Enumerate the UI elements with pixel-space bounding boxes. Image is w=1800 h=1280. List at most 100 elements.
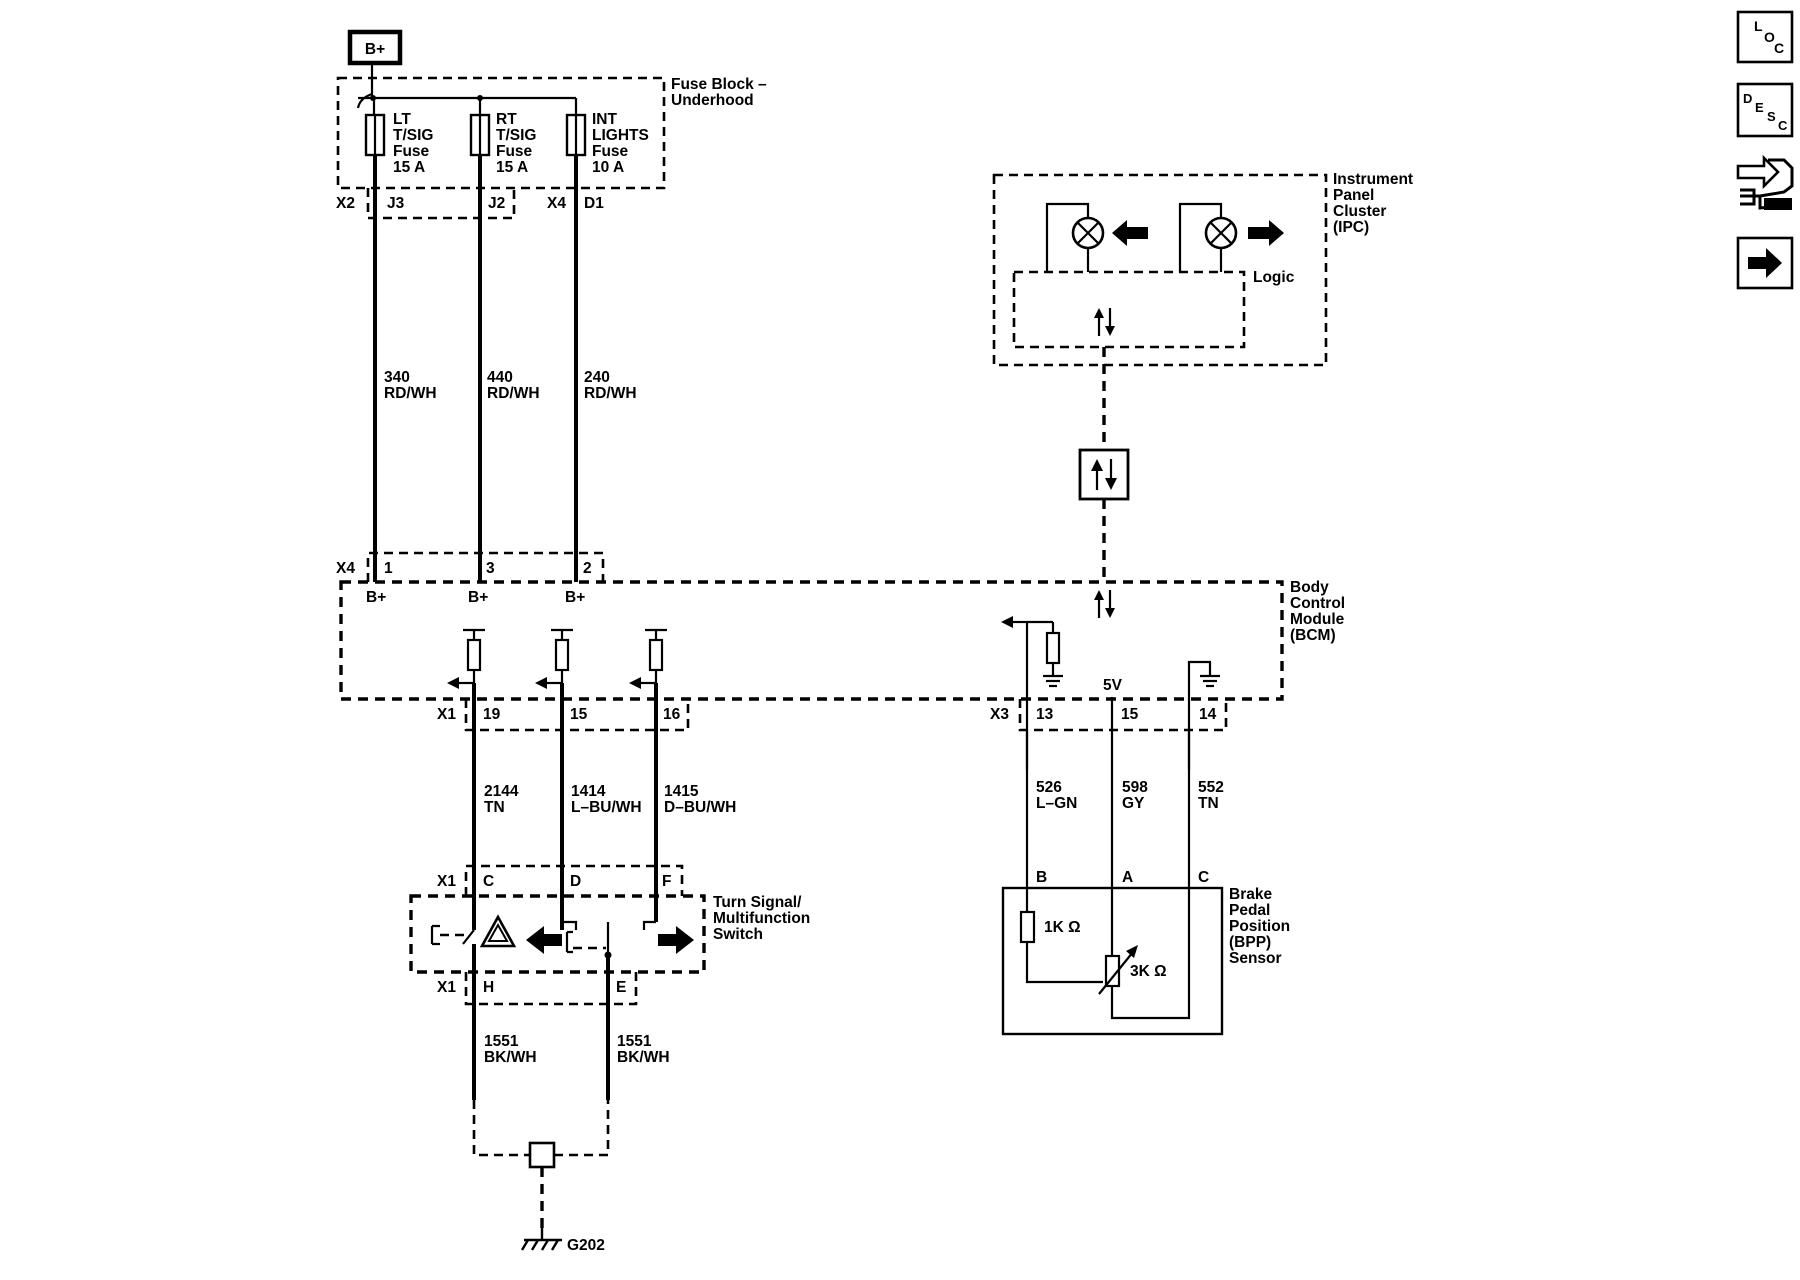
low-reference-ground — [1187, 660, 1220, 770]
ipc-title: (IPC) — [1333, 219, 1369, 236]
pin-j2: J2 — [488, 195, 505, 212]
ground-symbol-icon — [520, 1228, 562, 1251]
next-button[interactable] — [1736, 236, 1794, 290]
pulldown-resistor — [1001, 616, 1063, 770]
fuse-block-title-1: Fuse Block – — [671, 76, 767, 93]
pin-b: B — [1036, 869, 1047, 886]
wire-circuit: 1415 — [664, 783, 699, 800]
wire-circuit: 526 — [1036, 779, 1062, 796]
pin-14: 14 — [1199, 706, 1217, 723]
ground-label: G202 — [567, 1237, 605, 1254]
wire-color: RD/WH — [584, 385, 637, 402]
fuse-label: 15 A — [496, 159, 528, 176]
right-arrow-icon — [658, 926, 694, 954]
fixed-resistor: 1K Ω — [1019, 888, 1103, 984]
pin-d: D — [570, 873, 581, 890]
wire-color: TN — [484, 799, 505, 816]
left-arrow-icon — [526, 926, 562, 954]
pin-c: C — [1198, 869, 1209, 886]
connector-x1: X1 — [437, 706, 456, 723]
desc-button[interactable]: D E S C — [1736, 82, 1794, 138]
wire-color: GY — [1122, 795, 1145, 812]
pin-e: E — [616, 979, 626, 996]
fuse-block-title-2: Underhood — [671, 92, 754, 109]
variable-resistor: 3K Ω — [1098, 888, 1191, 1020]
bplus-label: B+ — [565, 589, 585, 606]
connector-x4: X4 — [547, 195, 566, 212]
left-turn-contact — [526, 920, 606, 954]
fuse-label: Fuse — [592, 143, 629, 160]
connector-icon[interactable] — [1736, 154, 1794, 210]
right-turn-indicator-lamp — [1178, 202, 1284, 272]
pin-f: F — [662, 873, 671, 890]
body-control-module: Body Control Module (BCM) X4 1 3 2 B+ B+… — [336, 551, 1345, 770]
fuse-label: 15 A — [393, 159, 425, 176]
desc-letter: D — [1743, 91, 1752, 106]
bpp-title: Pedal — [1229, 902, 1270, 919]
ipc-title: Panel — [1333, 187, 1374, 204]
wire-circuit: 340 — [384, 369, 410, 386]
pullup-resistor — [629, 628, 667, 689]
hazard-icon — [479, 914, 517, 948]
switch-title: Multifunction — [713, 910, 810, 927]
pin-a: A — [1122, 869, 1133, 886]
connector-x1: X1 — [437, 873, 456, 890]
brake-pedal-position-sensor: Brake Pedal Position (BPP) Sensor B A C … — [1001, 869, 1290, 1036]
loc-letter: O — [1764, 29, 1775, 45]
ipc-title: Cluster — [1333, 203, 1386, 220]
ground-wires: 1551 BK/WH 1551 BK/WH G202 — [472, 944, 670, 1254]
wire-circuit: 2144 — [484, 783, 519, 800]
hazard-switch-contact — [430, 914, 517, 948]
wire-circuit: 552 — [1198, 779, 1224, 796]
rt-tsig-fuse — [469, 113, 491, 157]
fixed-resistor-label: 1K Ω — [1044, 919, 1081, 936]
pin-j3: J3 — [387, 195, 405, 212]
desc-letter: E — [1755, 100, 1764, 115]
wire-color: D–BU/WH — [664, 799, 736, 816]
wire-color: BK/WH — [484, 1049, 537, 1066]
bcm-title: Body — [1290, 579, 1329, 596]
right-arrow-icon — [1248, 220, 1284, 246]
pin-3: 3 — [486, 560, 495, 577]
bcm-title: (BCM) — [1290, 627, 1336, 644]
connector-x1: X1 — [437, 979, 456, 996]
pin-d1: D1 — [584, 195, 604, 212]
fuse-label: LT — [393, 111, 411, 128]
fuse-label: Fuse — [393, 143, 430, 160]
fuse-label: 10 A — [592, 159, 624, 176]
wire-circuit: 1551 — [484, 1033, 519, 1050]
fuse-to-bcm-wires: 340 RD/WH 440 RD/WH 240 RD/WH — [373, 155, 637, 582]
serial-data-icon — [1094, 308, 1115, 336]
bpp-title: Position — [1229, 918, 1290, 935]
instrument-panel-cluster: Instrument Panel Cluster (IPC) Logic — [992, 171, 1413, 367]
ipc-title: Instrument — [1333, 171, 1413, 188]
wire-color: BK/WH — [617, 1049, 670, 1066]
pin-h: H — [483, 979, 494, 996]
variable-resistor-label: 3K Ω — [1130, 963, 1167, 980]
fuse-block: Fuse Block – Underhood LT T/SIG Fuse 15 … — [336, 76, 767, 220]
fuse-label: RT — [496, 111, 517, 128]
wire-color: RD/WH — [384, 385, 437, 402]
fuse-label: LIGHTS — [592, 127, 649, 144]
pin-c: C — [483, 873, 494, 890]
int-lights-fuse — [565, 113, 587, 157]
bcm-title: Module — [1290, 611, 1345, 628]
wire-circuit: 240 — [584, 369, 610, 386]
loc-button[interactable]: L O C — [1736, 10, 1794, 64]
fuse-label: T/SIG — [496, 127, 536, 144]
bpp-title: (BPP) — [1229, 934, 1271, 951]
loc-letter: L — [1754, 18, 1763, 34]
wire-color: RD/WH — [487, 385, 540, 402]
bpp-title: Sensor — [1229, 950, 1282, 967]
bcm-to-switch-wires: 2144 TN 1414 L–BU/WH 1415 D–BU/WH — [472, 683, 736, 930]
pin-13: 13 — [1036, 706, 1054, 723]
loc-letter: C — [1774, 40, 1784, 56]
switch-title: Switch — [713, 926, 763, 943]
pin-16: 16 — [663, 706, 681, 723]
connector-x3: X3 — [990, 706, 1009, 723]
serial-data-icon — [1094, 590, 1115, 618]
bplus-label: B+ — [468, 589, 488, 606]
switch-title: Turn Signal/ — [713, 894, 802, 911]
pin-15: 15 — [1121, 706, 1139, 723]
left-arrow-icon — [1112, 220, 1148, 246]
